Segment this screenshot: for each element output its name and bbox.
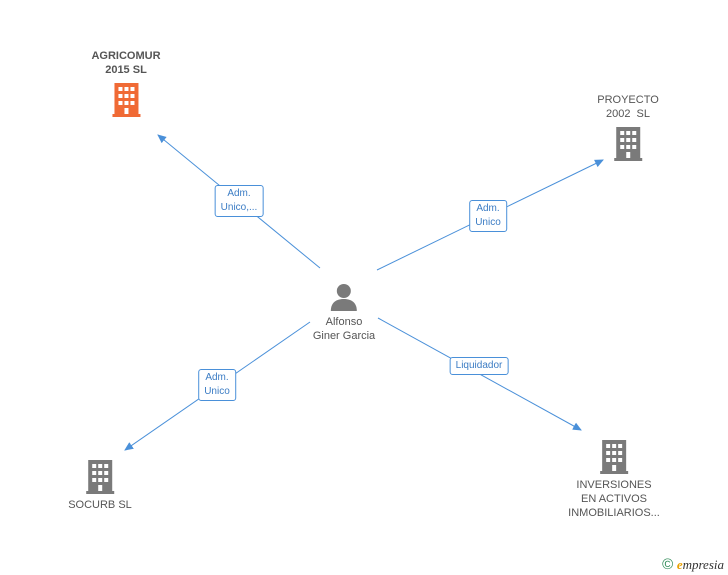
relation-label-socurb[interactable]: Adm. Unico [198,369,236,401]
building-icon [600,440,628,474]
relation-label-line-2: Unico [475,217,501,228]
relation-label-line-2: Unico [204,386,230,397]
relation-label-proyecto[interactable]: Adm. Unico [469,200,507,232]
building-icon [85,460,114,494]
company-name-line-1: AGRICOMUR [91,50,161,62]
relation-label-line-1: Adm. [227,188,251,199]
company-name-line-2: 2015 SL [105,64,147,76]
company-name-line-1: SOCURB SL [68,499,132,511]
person-name-line-2: Giner Garcia [312,330,376,342]
company-name-line-1: INVERSIONES [576,479,652,491]
building-icon [112,83,140,117]
company-node-proyecto[interactable]: PROYECTO 2002 SL [597,93,659,161]
company-name-line-3: INMOBILIARIOS... [568,507,660,519]
relation-label-line-1: Adm. [205,372,229,383]
relation-label-line-2: Unico,... [220,202,258,213]
company-name-line-2: 2002 SL [605,108,651,120]
person-node[interactable]: Alfonso Giner Garcia [313,282,375,343]
relation-label-inversiones[interactable]: Liquidador [449,357,509,375]
relation-label-agricomur[interactable]: Adm. Unico,... [214,185,264,217]
company-node-socurb[interactable]: SOCURB SL [68,458,132,512]
building-icon [614,127,642,161]
company-node-agricomur[interactable]: AGRICOMUR 2015 SL [91,49,161,117]
person-icon [330,284,357,311]
company-node-inversiones[interactable]: INVERSIONES EN ACTIVOS INMOBILIARIOS... [568,438,660,520]
footer-brand: © empresia [662,556,724,573]
relation-label-line-1: Adm. [476,203,500,214]
company-name-line-2: EN ACTIVOS [580,493,648,505]
person-name-line-1: Alfonso [325,316,363,328]
company-name-line-1: PROYECTO [597,94,659,106]
copyright-icon: © [662,556,674,573]
brand-logo: empresia [676,557,724,572]
relation-label-line-1: Liquidador [455,360,503,371]
